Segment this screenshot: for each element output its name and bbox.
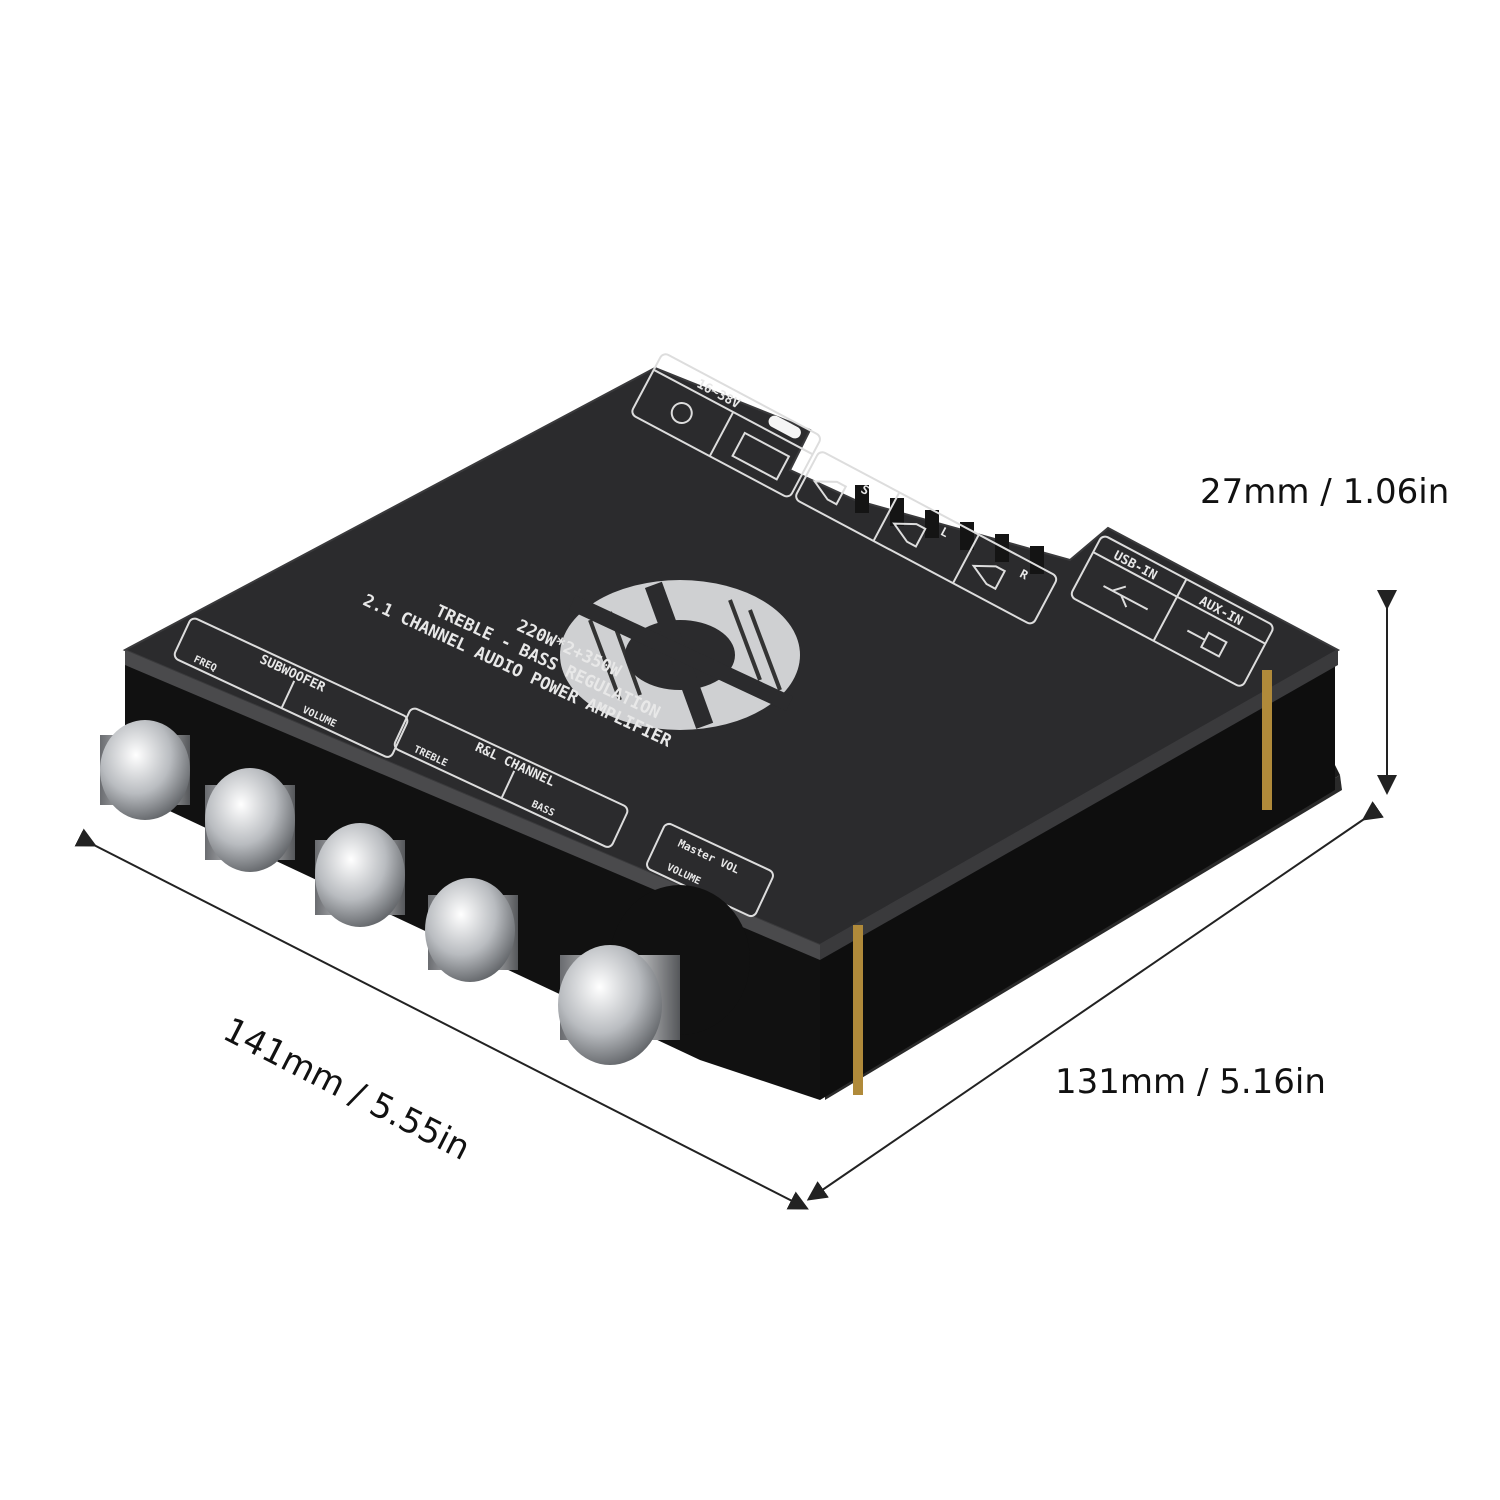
power-symbol-icon [670,402,693,425]
standoff [853,925,863,1095]
height-dimension-label: 27mm / 1.06in [1200,472,1450,512]
knob-treble [315,823,405,927]
dc-terminal-icon [731,431,791,481]
speaker-icon [971,564,1007,591]
standoff [1262,670,1272,810]
knob-subwoofer-volume [205,768,295,872]
speaker-icon [892,522,927,548]
audio-jack-icon [1186,629,1228,658]
usb-icon [1103,585,1149,611]
svg-text:S: S [859,482,872,498]
depth-dimension-arrow [806,801,1384,1201]
depth-dimension-label: 131mm / 5.16in [1055,1062,1326,1102]
width-dimension-arrow [74,828,809,1210]
cooling-fan [560,580,800,730]
knob-subwoofer-freq [100,720,190,820]
speaker-icon [812,480,848,506]
